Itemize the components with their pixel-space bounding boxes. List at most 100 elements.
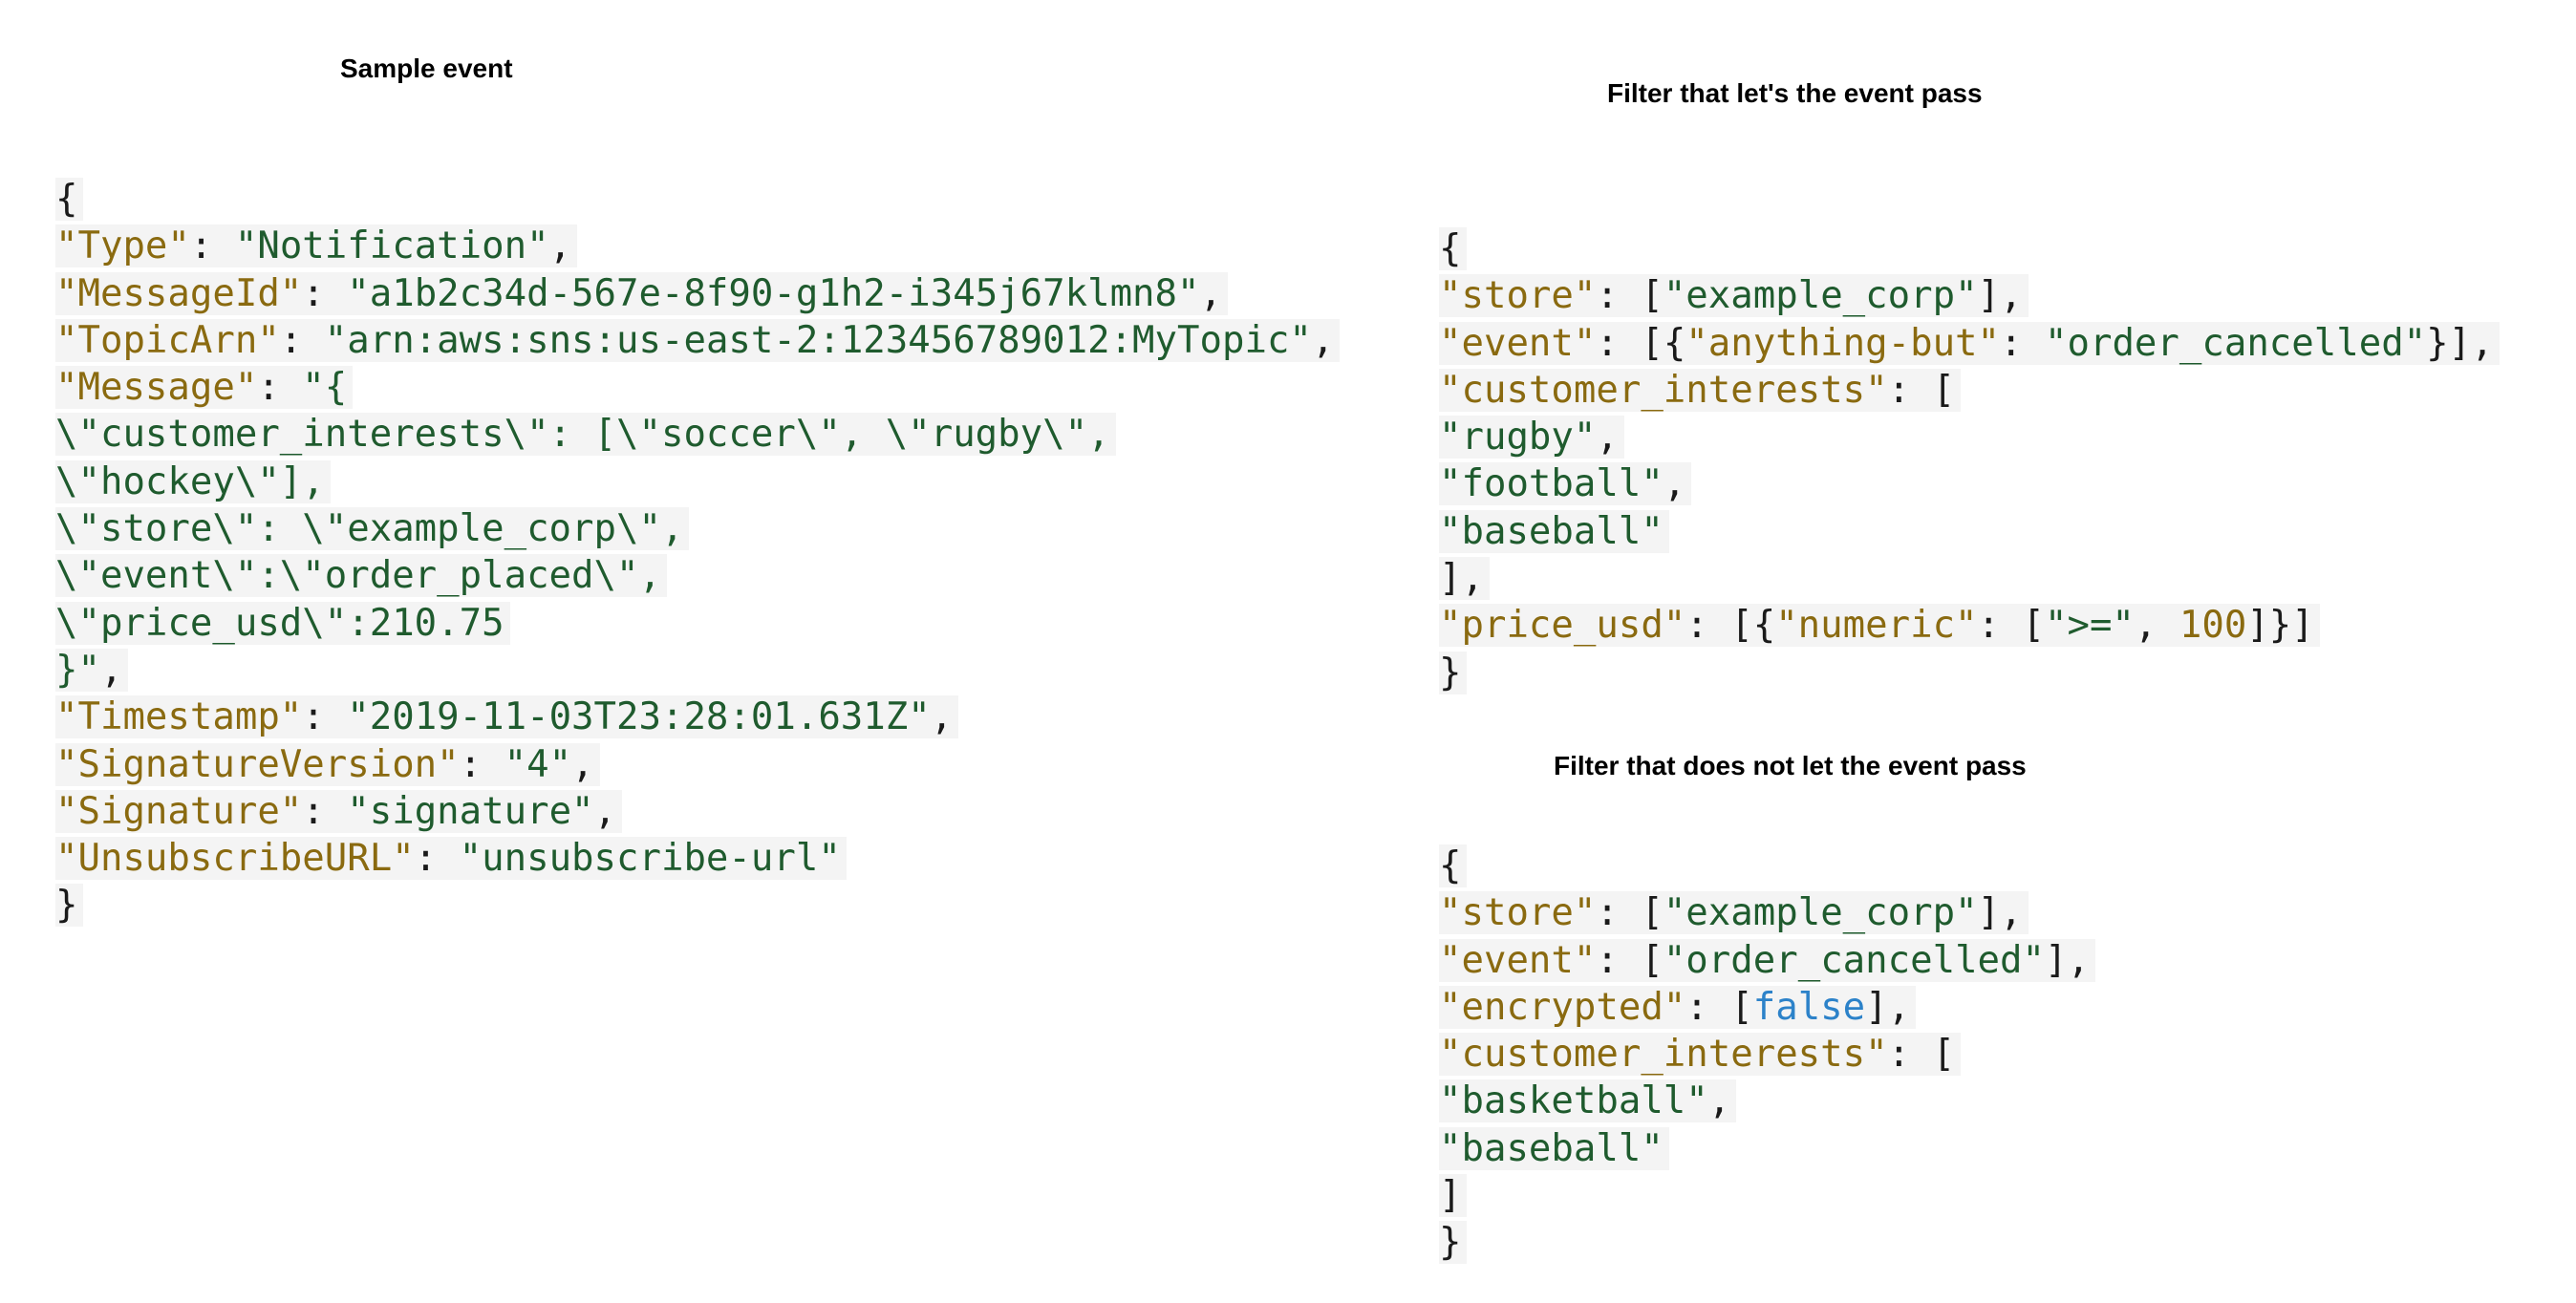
code-token: "order_cancelled" [1663,938,2045,982]
code-token: } [1439,1221,1462,1265]
code-token: ">=" [2044,604,2135,648]
code-line-content: "event": [{"anything-but": "order_cancel… [1439,321,2500,365]
code-token: }" [55,648,100,692]
code-line: "customer_interests": [ [1439,367,2500,414]
code-token: { [1439,227,1462,270]
code-token: \"hockey\"], [55,459,325,503]
code-line-content: "customer_interests": [ [1439,1033,1962,1077]
code-line-content: "Signature": "signature", [55,789,623,833]
code-token: ]}] [2246,604,2314,648]
code-token: "order_cancelled" [2045,321,2427,365]
code-token: "basketball" [1439,1079,1708,1123]
code-token: } [1439,651,1462,694]
code-token: "signature" [347,789,594,833]
code-line: } [55,882,1340,929]
code-token: "price_usd" [1439,604,1686,648]
code-token: ], [1977,891,2023,935]
code-line-content: { [1439,844,1468,887]
code-token: : [302,789,348,833]
code-token: "example_corp" [1663,891,1978,935]
code-token: : [ [1596,891,1664,935]
code-line: \"hockey\"], [55,459,1340,505]
code-token: "anything-but" [1685,321,2001,365]
code-line-content: "encrypted": [false], [1439,985,1917,1029]
code-token: "football" [1439,462,1664,506]
code-line: \"price_usd\":210.75 [55,600,1340,647]
code-line-content: "Type": "Notification", [55,224,578,268]
code-line-content: ] [1439,1174,1468,1218]
code-line-content: "store": ["example_corp"], [1439,891,2029,935]
code-line-content: \"price_usd\":210.75 [55,601,510,645]
code-line-content: \"hockey\"], [55,459,331,503]
code-token: , [548,224,572,268]
code-token: "numeric" [1775,604,1978,648]
code-token: : [279,318,325,362]
code-token: , [99,648,123,692]
code-line: "UnsubscribeURL": "unsubscribe-url" [55,835,1340,882]
code-line-content: ], [1439,557,1490,601]
code-token: , [930,695,954,739]
code-line: "TopicArn": "arn:aws:sns:us-east-2:12345… [55,317,1341,364]
code-line: \"customer_interests\": [\"soccer\", \"r… [55,411,1340,458]
code-token: , [1707,1079,1731,1123]
code-line-content: "football", [1439,462,1692,506]
code-token: "Timestamp" [55,695,303,739]
code-line-content: "store": ["example_corp"], [1439,274,2029,318]
code-token: "SignatureVersion" [55,742,460,786]
code-line: } [1439,650,2500,696]
code-line: "Type": "Notification", [55,223,1340,269]
non-passing-filter-heading: Filter that does not let the event pass [1554,751,2027,780]
code-token: ] [1439,1174,1462,1218]
code-line: "baseball" [1439,1125,2095,1172]
code-line: "rugby", [1439,414,2500,460]
code-line-content: "UnsubscribeURL": "unsubscribe-url" [55,837,847,881]
code-line-content: \"store\": \"example_corp\", [55,507,690,551]
code-line: } [1439,1219,2095,1266]
code-token: "Notification" [234,224,549,268]
code-line-content: "Message": "{ [55,366,354,410]
code-line: { [1439,843,2095,889]
code-token: , [2134,604,2179,648]
code-line-content: }", [55,648,129,692]
code-token: ], [2045,938,2090,982]
code-token: : [ [1685,985,1753,1029]
code-line: "event": ["order_cancelled"], [1439,937,2095,984]
code-token: "event" [1439,321,1597,365]
code-token: ], [1439,557,1484,601]
non-passing-filter-code-block: {"store": ["example_corp"],"event": ["or… [1439,843,2095,1267]
code-line-content: "price_usd": [{"numeric": [">=", 100]}] [1439,604,2320,648]
code-line: "Signature": "signature", [55,788,1340,835]
code-line: "MessageId": "a1b2c34d-567e-8f90-g1h2-i3… [55,270,1340,317]
code-line: "Timestamp": "2019-11-03T23:28:01.631Z", [55,694,1340,740]
code-line: "encrypted": [false], [1439,984,2095,1031]
code-token: , [1311,318,1335,362]
code-line: "basketball", [1439,1078,2095,1124]
code-token: "Type" [55,224,190,268]
code-line-content: "rugby", [1439,416,1624,459]
code-token: { [55,178,78,221]
code-line: "price_usd": [{"numeric": [">=", 100]}] [1439,602,2500,649]
sample-event-code-block: {"Type": "Notification","MessageId": "a1… [55,176,1341,929]
code-token: : [2000,321,2045,365]
code-token: "4" [504,742,572,786]
code-token: "Message" [55,366,258,410]
code-line-content: "event": ["order_cancelled"], [1439,938,2095,982]
code-token: "a1b2c34d-567e-8f90-g1h2-i345j67klmn8" [347,271,1200,315]
code-line-content: "MessageId": "a1b2c34d-567e-8f90-g1h2-i3… [55,271,1228,315]
code-token: "2019-11-03T23:28:01.631Z" [347,695,931,739]
code-token: "store" [1439,891,1597,935]
code-token: } [55,884,78,928]
code-token: : [{ [1685,604,1776,648]
code-line-content: "SignatureVersion": "4", [55,742,600,786]
code-token: : [ [1887,368,1956,412]
code-token: , [1199,271,1222,315]
code-line: "baseball" [1439,508,2500,555]
code-token: "rugby" [1439,416,1597,459]
code-line: \"store\": \"example_corp\", [55,505,1340,552]
code-token: "Signature" [55,789,303,833]
code-line: "customer_interests": [ [1439,1031,2095,1078]
code-token: : [ [1977,604,2045,648]
code-token: : [ [1596,274,1664,318]
code-token: \"customer_interests\": [\"soccer\", \"r… [55,413,1110,457]
code-token: : [{ [1596,321,1686,365]
